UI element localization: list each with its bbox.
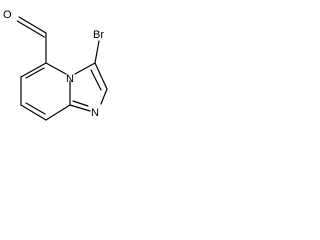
structure-canvas: O Br N N <box>0 0 143 149</box>
bond-c8-c8a <box>45 104 71 121</box>
bond-c7-c8-inner <box>25 102 46 115</box>
bond-n4-c5 <box>45 62 67 75</box>
bond-c2-n1 <box>100 88 108 105</box>
bond-n4-c3 <box>74 62 96 75</box>
bond-c3-c2-inner <box>90 69 102 91</box>
bond-carbonyl-double-outer <box>18 16 47 34</box>
bond-n1-c8a-inner <box>72 100 89 107</box>
bond-c7-c8 <box>20 104 47 121</box>
bond-n1-c8a <box>69 104 91 112</box>
oxygen-label: O <box>3 9 12 21</box>
bond-c5-c6-inner <box>25 67 45 79</box>
bond-c3-br <box>94 40 100 64</box>
bromine-label: Br <box>93 29 104 41</box>
bond-c3-c2 <box>94 62 108 90</box>
imine-nitrogen-label: N <box>91 107 99 119</box>
bond-c5-c6 <box>20 62 47 78</box>
bridge-nitrogen-label: N <box>66 73 74 85</box>
imidazopyridine-aldehyde-structure: O Br N N <box>3 9 108 121</box>
bond-carbonyl-double-inner <box>16 20 45 38</box>
